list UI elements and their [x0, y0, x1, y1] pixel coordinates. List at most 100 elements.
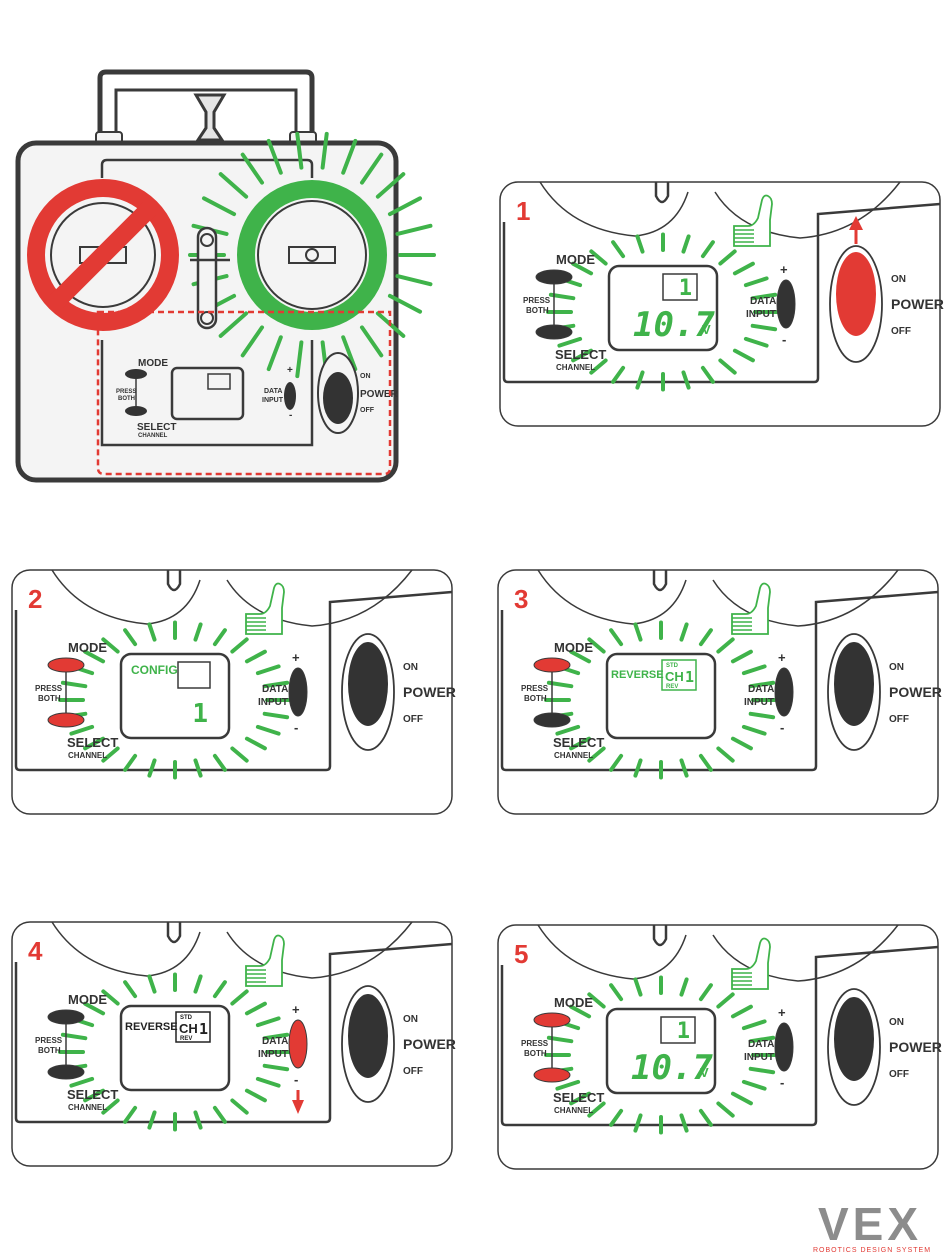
- power-switch[interactable]: [827, 988, 881, 1106]
- select-button-cap[interactable]: [535, 324, 573, 340]
- step-panel-1: 1110.7VMODEPRESSBOTHSELECTCHANNELDATAINP…: [499, 181, 944, 427]
- glow-ray: [262, 1032, 290, 1041]
- power-switch-toggle[interactable]: [834, 997, 874, 1081]
- power-switch[interactable]: [317, 352, 359, 434]
- minus-label: -: [780, 720, 784, 735]
- step-number: 3: [514, 584, 528, 614]
- power-switch-toggle[interactable]: [348, 642, 388, 726]
- select-label: SELECT: [137, 422, 176, 433]
- mode-button[interactable]: [533, 1012, 571, 1028]
- power-switch[interactable]: [829, 245, 883, 363]
- mode-button[interactable]: [47, 1009, 85, 1025]
- select-button[interactable]: [533, 1067, 571, 1083]
- off-label: OFF: [891, 326, 911, 337]
- mode-button[interactable]: [125, 369, 147, 379]
- glow-ray: [341, 335, 358, 372]
- select-button-cap[interactable]: [533, 1067, 571, 1083]
- select-button[interactable]: [533, 712, 571, 728]
- power-label: POWER: [889, 684, 942, 700]
- data-input-button[interactable]: [774, 1022, 794, 1072]
- data-input-button[interactable]: [284, 382, 296, 410]
- glow-ray: [201, 196, 237, 217]
- data-input-button[interactable]: [288, 667, 308, 717]
- lcd-std-label: STD: [180, 1015, 193, 1021]
- glow-ray: [609, 1108, 624, 1127]
- glow-ray: [244, 1001, 267, 1016]
- data-input-button[interactable]: [288, 1019, 308, 1069]
- select-button[interactable]: [47, 1064, 85, 1080]
- power-switch-toggle[interactable]: [836, 252, 876, 336]
- select-button-cap[interactable]: [533, 712, 571, 728]
- glow-ray: [679, 1113, 689, 1133]
- glow-ray: [244, 1088, 267, 1103]
- select-button-cap[interactable]: [47, 712, 85, 728]
- glow-ray: [266, 335, 283, 372]
- lcd-voltage-unit: V: [702, 322, 711, 337]
- power-switch[interactable]: [341, 985, 395, 1103]
- power-switch-toggle[interactable]: [348, 994, 388, 1078]
- power-switch-toggle[interactable]: [834, 642, 874, 726]
- glow-ray: [295, 340, 304, 379]
- power-switch[interactable]: [341, 633, 395, 751]
- minus-label: -: [289, 410, 292, 421]
- select-button-cap[interactable]: [47, 1064, 85, 1080]
- mode-button-cap[interactable]: [533, 1012, 571, 1028]
- glow-ray: [750, 323, 778, 332]
- lcd-channel-number: 1: [679, 276, 692, 301]
- glow-ray: [262, 680, 290, 689]
- thumbs-up-icon: [731, 937, 771, 990]
- lcd-mode-word: CONFIG: [131, 663, 178, 677]
- select-button[interactable]: [125, 406, 147, 416]
- mode-label: MODE: [138, 358, 168, 369]
- select-button[interactable]: [47, 712, 85, 728]
- off-label: OFF: [889, 1069, 909, 1080]
- glow-ray: [716, 992, 735, 1009]
- glow-ray: [571, 261, 594, 276]
- data-input-cap[interactable]: [288, 1019, 308, 1069]
- data-input-cap[interactable]: [774, 667, 794, 717]
- data-input-button[interactable]: [774, 667, 794, 717]
- data-input-cap[interactable]: [288, 667, 308, 717]
- mode-label: MODE: [556, 252, 595, 267]
- glow-ray: [255, 724, 281, 736]
- glow-ray: [147, 974, 157, 994]
- glow-ray: [743, 276, 769, 288]
- glow-ray: [123, 753, 138, 772]
- glow-ray: [681, 370, 691, 390]
- both-label: BOTH: [524, 1049, 547, 1058]
- glow-ray: [748, 680, 776, 689]
- data-input-cap[interactable]: [776, 279, 796, 329]
- press-label: PRESS: [35, 684, 63, 693]
- select-label: SELECT: [67, 1087, 118, 1102]
- glow-ray: [101, 746, 120, 763]
- glow-ray: [83, 649, 106, 664]
- power-switch[interactable]: [827, 633, 881, 751]
- data-label: DATA: [262, 684, 288, 695]
- plus-label: +: [292, 650, 300, 665]
- glow-ray: [748, 1066, 776, 1075]
- glow-ray: [730, 736, 753, 751]
- mode-button[interactable]: [533, 657, 571, 673]
- mode-button[interactable]: [535, 269, 573, 285]
- mode-button-cap[interactable]: [535, 269, 573, 285]
- lcd-glow-rays: [58, 972, 292, 1132]
- glow-ray: [718, 249, 737, 266]
- mode-button-cap[interactable]: [533, 657, 571, 673]
- off-label: OFF: [403, 714, 423, 725]
- glow-ray: [569, 649, 592, 664]
- glow-ray: [698, 983, 713, 1002]
- lcd-channel-number: 1: [192, 699, 208, 729]
- mode-label: MODE: [554, 995, 593, 1010]
- logo-wordmark: VEX: [818, 1198, 922, 1250]
- data-input-cap[interactable]: [774, 1022, 794, 1072]
- select-button[interactable]: [535, 324, 573, 340]
- glow-ray: [147, 758, 157, 778]
- mode-button-cap[interactable]: [47, 1009, 85, 1025]
- glow-ray: [255, 664, 281, 676]
- data-input-button[interactable]: [776, 279, 796, 329]
- mode-button-cap[interactable]: [47, 657, 85, 673]
- thumbs-up-icon: [245, 934, 285, 987]
- mode-button[interactable]: [47, 657, 85, 673]
- carry-handle-inner: [114, 88, 298, 140]
